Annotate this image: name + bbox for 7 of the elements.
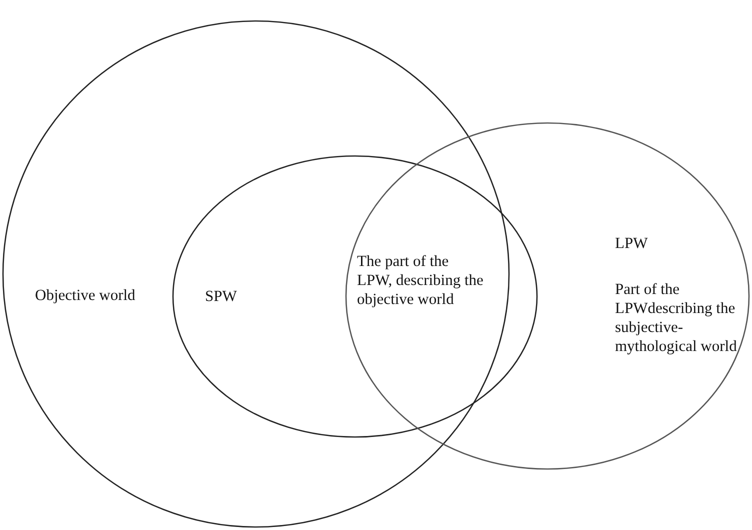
overlap-label: The part of the LPW, describing the objective world	[357, 252, 484, 309]
venn-circle	[345, 122, 750, 470]
venn-circle	[172, 155, 538, 438]
circle-label: SPW	[205, 287, 238, 306]
circle-label: LPW	[615, 234, 649, 253]
circle-description: Part of the LPWdescribing the subjective-mythological world	[615, 280, 738, 356]
circle-label: Objective world	[35, 286, 136, 305]
